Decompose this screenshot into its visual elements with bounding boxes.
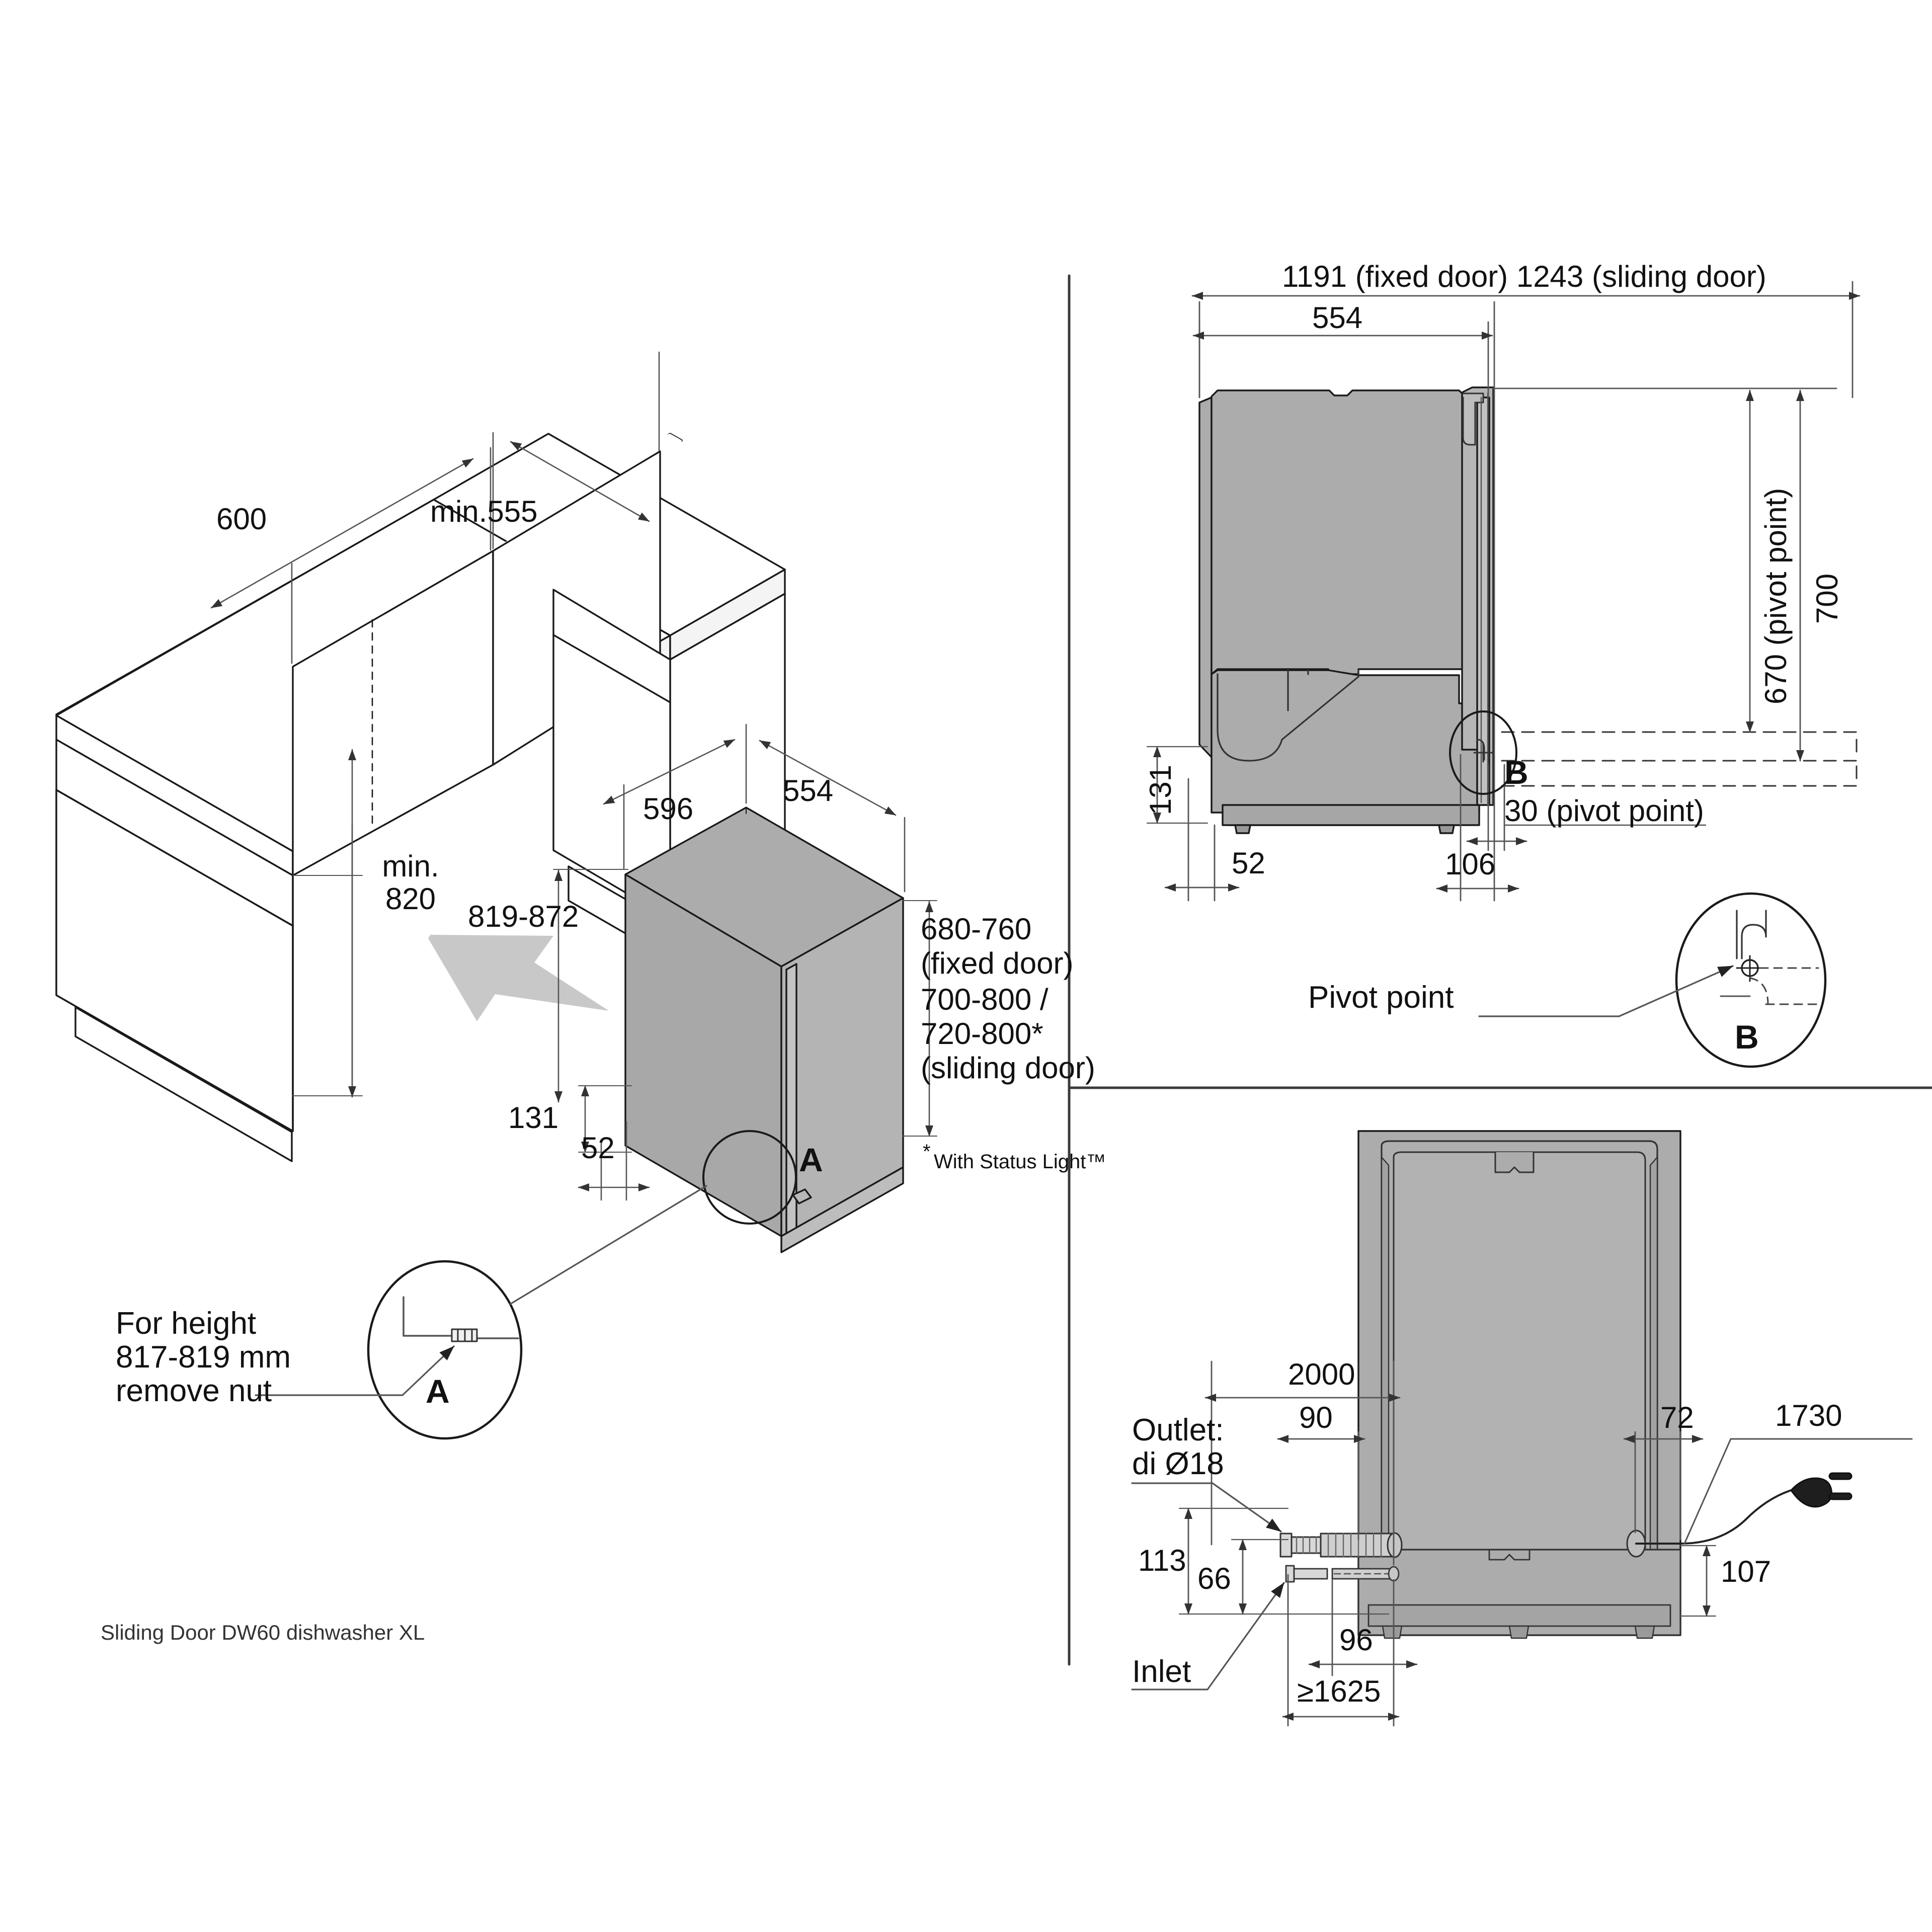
dim-107 [1679, 1545, 1717, 1617]
dim-113 [1178, 1507, 1390, 1615]
cord-1730-leader [1683, 1438, 1913, 1545]
door-height-line5: (sliding door) [921, 1051, 1095, 1085]
dim-label-52-side: 52 [1232, 846, 1265, 880]
dim-label-96: 96 [1339, 1623, 1373, 1657]
detail-marker-a-balloon: A [426, 1373, 450, 1410]
dim-label-30-pivot: 30 (pivot point) [1504, 794, 1704, 828]
inlet-label: Inlet [1132, 1654, 1191, 1689]
dim-min820 [292, 749, 363, 1098]
detail-a-balloon [255, 1185, 707, 1440]
dim-66 [1231, 1539, 1289, 1615]
detail-a-circle-machine [702, 1130, 797, 1225]
dim-72 [1623, 1431, 1704, 1541]
dim-label-min1625: ≥1625 [1297, 1674, 1381, 1708]
dim-554 [759, 740, 906, 893]
dim-106 [1436, 301, 1519, 902]
dim-label-700: 700 [1810, 573, 1844, 624]
insertion-direction-arrow [428, 934, 609, 1021]
door-height-line4: 720-800* [921, 1017, 1043, 1051]
dim-label-600: 600 [216, 502, 267, 536]
detail-a-note: For height 817-819 mm remove nut [116, 1306, 291, 1408]
side-view-drawing [1198, 386, 1494, 834]
dim-label-66: 66 [1197, 1562, 1231, 1595]
dim-label-113: 113 [1138, 1544, 1186, 1577]
dim-700 [1492, 387, 1837, 762]
detail-marker-a-machine: A [799, 1141, 823, 1178]
dim-label-1730: 1730 [1775, 1399, 1842, 1432]
inlet-leader [1131, 1582, 1285, 1691]
dim-label-min820: min. 820 [382, 849, 439, 916]
outlet-label: Outlet: di Ø18 [1132, 1413, 1224, 1481]
detail-b-circle-sideview [1449, 710, 1517, 795]
dim-2000 [1204, 1360, 1401, 1566]
pivot-point-label: Pivot point [1308, 980, 1454, 1015]
dim-label-670-pivot: 670 (pivot point) [1759, 488, 1793, 704]
dim-131-side [1146, 746, 1209, 824]
dim-554-side [1192, 321, 1493, 398]
dim-131 [578, 1085, 632, 1153]
dim-min1625 [1282, 1574, 1400, 1727]
dim-label-131-side: 131 [1144, 764, 1177, 815]
dim-90 [1277, 1431, 1365, 1541]
dim-label-72: 72 [1660, 1401, 1694, 1434]
dishwasher-isometric-drawing [624, 807, 904, 1253]
rear-view-drawing [1279, 1130, 1853, 1639]
dim-label-596: 596 [643, 792, 694, 826]
dim-label-2000: 2000 [1288, 1357, 1355, 1391]
dim-label-52: 52 [581, 1131, 615, 1165]
door-height-line2: (fixed door) [921, 946, 1074, 980]
sheet-caption: Sliding Door DW60 dishwasher XL [101, 1621, 425, 1644]
dim-52-side [1164, 778, 1240, 902]
dim-label-819-872: 819-872 [468, 900, 579, 933]
dim-819-872 [553, 869, 628, 1103]
dim-door-height [903, 900, 937, 1137]
dim-label-131: 131 [508, 1101, 559, 1135]
dim-label-90: 90 [1299, 1401, 1333, 1434]
dim-label-554-side: 554 [1312, 301, 1363, 335]
dim-label-107: 107 [1721, 1555, 1772, 1588]
dim-600 [210, 447, 492, 664]
dim-1191-1243 [1191, 281, 1861, 398]
dim-label-open-depth: 1191 (fixed door) 1243 (sliding door) [1282, 260, 1766, 293]
door-swing-envelope [1501, 731, 1863, 787]
footnote-status-light: With Status Light™ [934, 1151, 1106, 1173]
dim-96 [1308, 1579, 1418, 1676]
detail-b-balloon [1478, 892, 1827, 1068]
dim-30-pivot [1466, 764, 1707, 851]
dim-label-min555: min.555 [430, 495, 538, 528]
dim-min555 [492, 351, 660, 549]
footnote-star: * [923, 1141, 931, 1163]
door-height-line3: 700-800 / [921, 983, 1049, 1016]
dim-label-106: 106 [1445, 847, 1496, 881]
dim-52 [578, 1121, 650, 1201]
outlet-leader [1131, 1482, 1282, 1533]
detail-marker-b-sideview: B [1504, 754, 1528, 791]
door-height-line1: 680-760 [921, 912, 1032, 946]
dim-596 [603, 723, 747, 869]
dim-label-554: 554 [783, 774, 834, 808]
detail-marker-b-balloon: B [1735, 1018, 1759, 1056]
